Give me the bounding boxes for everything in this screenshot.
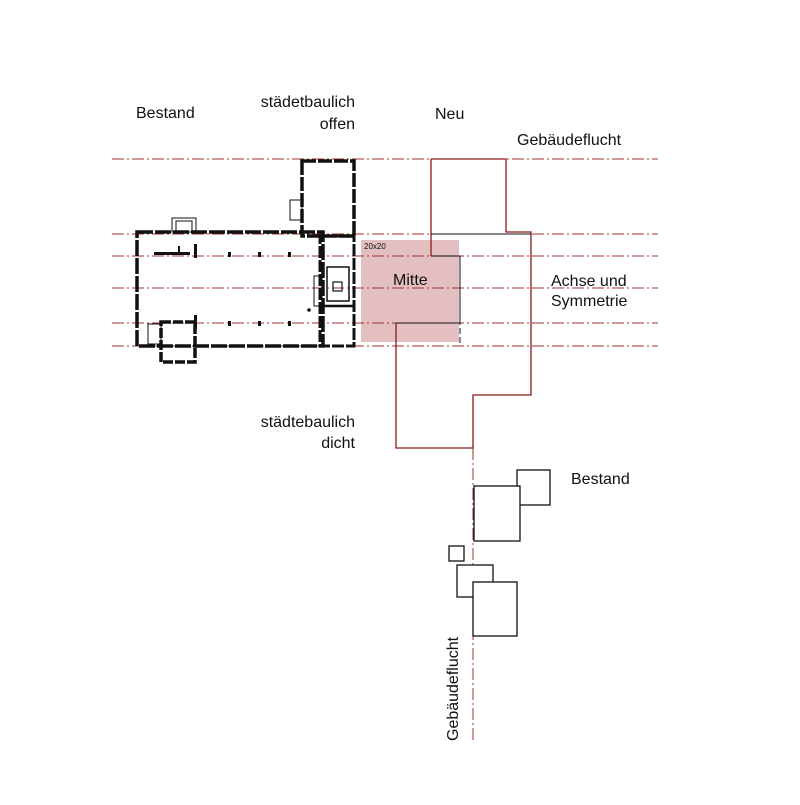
new-building-inner <box>396 233 531 346</box>
pier <box>288 252 291 257</box>
pier <box>228 252 231 257</box>
label-gebaeudeflucht-vertical: Gebäudeflucht <box>445 636 462 741</box>
pier <box>194 315 197 329</box>
existing-buildings-right <box>448 469 551 637</box>
font-marker <box>307 308 311 312</box>
new-building <box>395 158 532 449</box>
inner-line-mid <box>396 255 461 324</box>
tower-wall <box>300 159 356 238</box>
east-block-wall <box>318 234 356 348</box>
existing-floor-plan <box>135 159 356 364</box>
steps-north-inner <box>175 220 193 233</box>
existing-building-2 <box>473 485 521 542</box>
existing-building-5 <box>472 581 518 637</box>
label-offen-1: städetbaulich <box>261 94 355 111</box>
steps-south <box>147 323 162 345</box>
new-building-north <box>395 158 532 449</box>
east-inner-box <box>326 266 350 302</box>
label-bestand-right: Bestand <box>571 471 630 488</box>
label-offen-2: offen <box>320 116 355 133</box>
nave-wall <box>135 230 325 348</box>
pier <box>194 244 197 258</box>
existing-building-1 <box>516 469 551 506</box>
altar <box>332 281 343 292</box>
center-square <box>361 240 459 342</box>
steps-east <box>313 275 323 307</box>
label-achse-2: Symmetrie <box>551 293 628 310</box>
sacristy-wall <box>159 320 197 364</box>
pier <box>228 321 231 326</box>
label-neu: Neu <box>435 106 464 123</box>
existing-building-3 <box>448 545 465 562</box>
pier <box>288 321 291 326</box>
label-gebaeudeflucht-top: Gebäudeflucht <box>517 132 622 149</box>
label-mitte: Mitte <box>393 272 428 289</box>
pier <box>258 252 261 257</box>
pier <box>258 321 261 326</box>
pier <box>178 246 180 252</box>
label-achse-1: Achse und <box>551 273 627 290</box>
steps-tower <box>289 199 303 221</box>
label-bestand-left: Bestand <box>136 105 195 122</box>
column-markers <box>154 244 311 329</box>
label-dicht-2: dicht <box>321 435 355 452</box>
pew-line <box>154 252 190 255</box>
label-dicht-1: städtebaulich <box>261 414 355 431</box>
label-grid-note: 20x20 <box>364 242 386 251</box>
